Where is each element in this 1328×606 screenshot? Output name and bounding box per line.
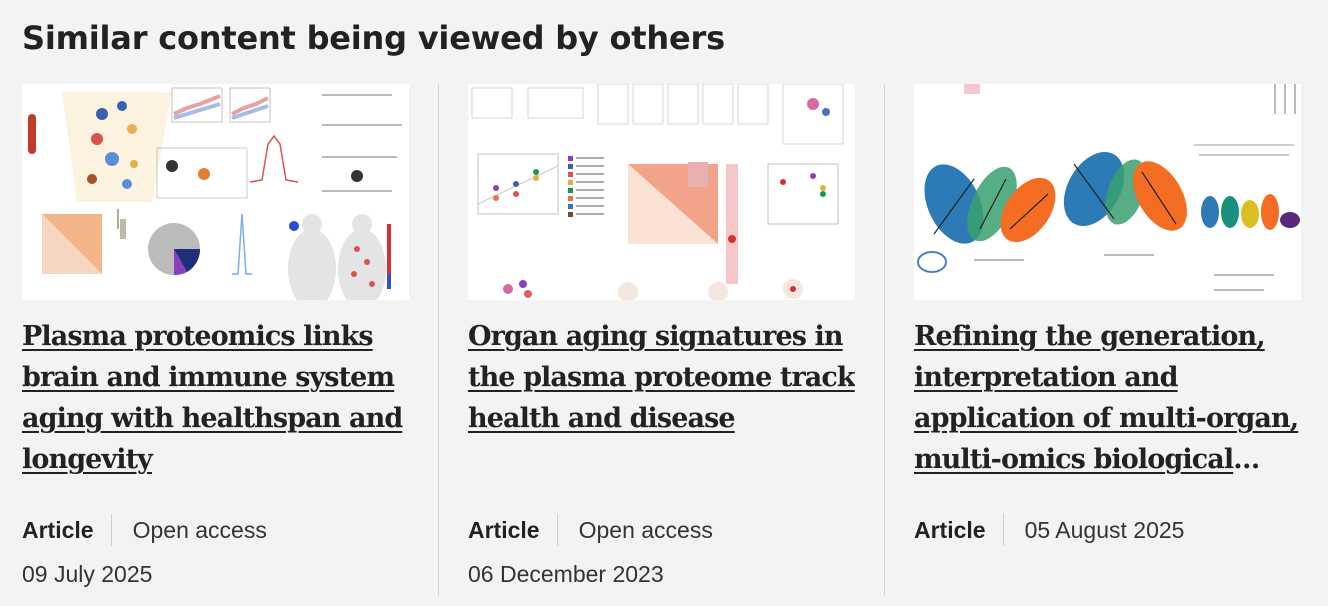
article-meta: Article 05 August 2025 [914,514,1301,546]
article-title-link[interactable]: Plasma proteomics links brain and immune… [22,321,403,475]
publication-date: 05 August 2025 [1024,517,1185,543]
access-label: Open access [132,517,267,543]
article-title-link[interactable]: Organ aging signatures in the plasma pro… [468,321,855,434]
meta-separator [1002,514,1004,546]
card-list: Plasma proteomics links brain and immune… [0,84,1328,606]
article-card: Organ aging signatures in the plasma pro… [468,84,855,596]
figure-thumbnail-image [914,84,1301,300]
content-type: Article [22,517,94,543]
article-card: Plasma proteomics links brain and immune… [22,84,409,596]
article-meta: Article Open access 09 July 2025 [22,514,409,587]
access-label: Open access [578,517,713,543]
publication-date: 09 July 2025 [22,561,153,587]
article-title: Plasma proteomics links brain and immune… [22,316,409,480]
content-type: Article [468,517,540,543]
article-title: Refining the generation, interpretation … [914,316,1301,480]
article-thumbnail[interactable] [468,84,855,300]
meta-separator [556,514,558,546]
content-type: Article [914,517,986,543]
figure-thumbnail-image [22,84,409,300]
figure-thumbnail-image [468,84,855,300]
article-title: Organ aging signatures in the plasma pro… [468,316,855,439]
meta-separator [110,514,112,546]
article-meta: Article Open access 06 December 2023 [468,514,855,587]
publication-date: 06 December 2023 [468,561,664,587]
section-title: Similar content being viewed by others [22,19,725,57]
article-card: Refining the generation, interpretation … [914,84,1301,596]
card-divider [884,84,885,596]
card-divider [438,84,439,596]
article-thumbnail[interactable] [914,84,1301,300]
article-thumbnail[interactable] [22,84,409,300]
article-title-link[interactable]: Refining the generation, interpretation … [914,321,1299,475]
